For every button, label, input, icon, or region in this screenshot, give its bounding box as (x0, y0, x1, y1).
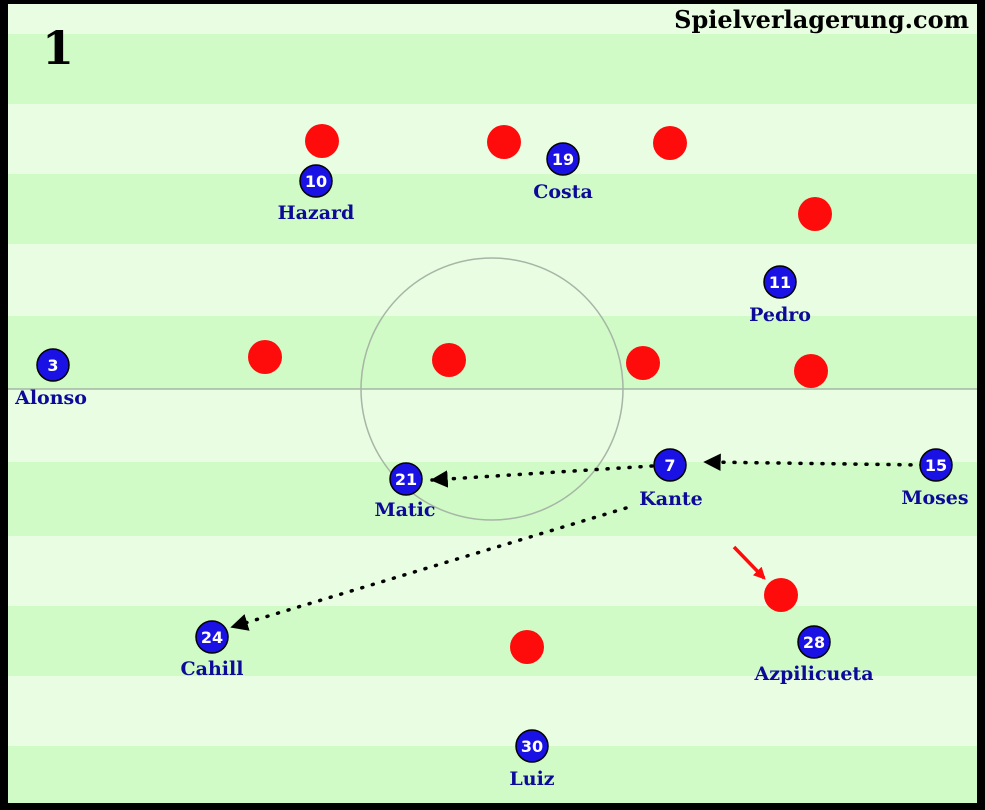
pitch-stripe (0, 0, 985, 34)
player-name-azpilicueta: Azpilicueta (754, 663, 874, 685)
player-dot (515, 729, 549, 763)
pitch-stripe (0, 174, 985, 244)
pitch-stripe (0, 462, 985, 536)
player-name-pedro: Pedro (749, 304, 811, 326)
player-marker-costa: 19 (546, 142, 580, 176)
player-number: 3 (47, 356, 58, 375)
opponent-marker (794, 354, 828, 388)
player-dot (653, 448, 687, 482)
figure-number: 1 (42, 21, 75, 75)
opponent-marker (764, 578, 798, 612)
player-dot (389, 462, 423, 496)
pitch-stripe (0, 676, 985, 746)
player-name-cahill: Cahill (180, 658, 244, 680)
player-dot (36, 348, 70, 382)
pass-arrow-kante-to-matic (430, 464, 654, 488)
player-name-alonso: Alonso (15, 387, 87, 409)
opponent-marker (626, 346, 660, 380)
blue-team: 10 19 11 3 21 7 15 24 28 30 (36, 142, 953, 763)
highlight-arrow (732, 545, 766, 580)
opponent-marker (248, 340, 282, 374)
opponent-marker (432, 343, 466, 377)
player-marker-cahill: 24 (195, 620, 229, 654)
player-name-kante: Kante (639, 488, 703, 510)
player-number: 11 (769, 273, 791, 292)
player-number: 19 (552, 150, 574, 169)
pitch-stripe (0, 34, 985, 104)
opponent-marker (798, 197, 832, 231)
pitch-stripe (0, 389, 985, 462)
player-name-matic: Matic (374, 499, 436, 521)
player-number: 10 (305, 172, 327, 191)
pitch-stripe (0, 316, 985, 389)
player-number: 15 (925, 456, 947, 475)
pitch-stripe (0, 244, 985, 316)
opponent-marker (510, 630, 544, 664)
player-marker-hazard: 10 (299, 164, 333, 198)
player-name-hazard: Hazard (277, 202, 355, 224)
player-marker-azpilicueta: 28 (797, 625, 831, 659)
pass-arrow-kante-to-cahill (230, 506, 628, 631)
player-marker-luiz: 30 (515, 729, 549, 763)
pitch-stripe (0, 536, 985, 606)
player-marker-matic: 21 (389, 462, 423, 496)
center-circle (360, 257, 624, 521)
pass-arrow-moses-to-kante (703, 453, 924, 471)
opponent-marker (305, 124, 339, 158)
player-dot (797, 625, 831, 659)
site-watermark: Spielverlagerung.com (674, 5, 969, 34)
player-name-luiz: Luiz (509, 768, 555, 790)
red-team (248, 124, 832, 664)
player-dot (919, 448, 953, 482)
opponent-marker (653, 126, 687, 160)
player-number: 24 (201, 628, 223, 647)
pass-arrows (230, 453, 924, 631)
player-number: 7 (664, 456, 675, 475)
player-marker-pedro: 11 (763, 265, 797, 299)
player-dot (299, 164, 333, 198)
player-marker-moses: 15 (919, 448, 953, 482)
opponent-marker (487, 125, 521, 159)
player-dot (546, 142, 580, 176)
player-name-costa: Costa (533, 181, 593, 203)
player-number: 30 (521, 737, 543, 756)
player-marker-kante: 7 (653, 448, 687, 482)
player-number: 28 (803, 633, 825, 652)
player-number: 21 (395, 470, 417, 489)
pitch-stripe (0, 746, 985, 810)
player-dot (763, 265, 797, 299)
player-name-moses: Moses (901, 487, 969, 509)
player-dot (195, 620, 229, 654)
player-marker-alonso: 3 (36, 348, 70, 382)
